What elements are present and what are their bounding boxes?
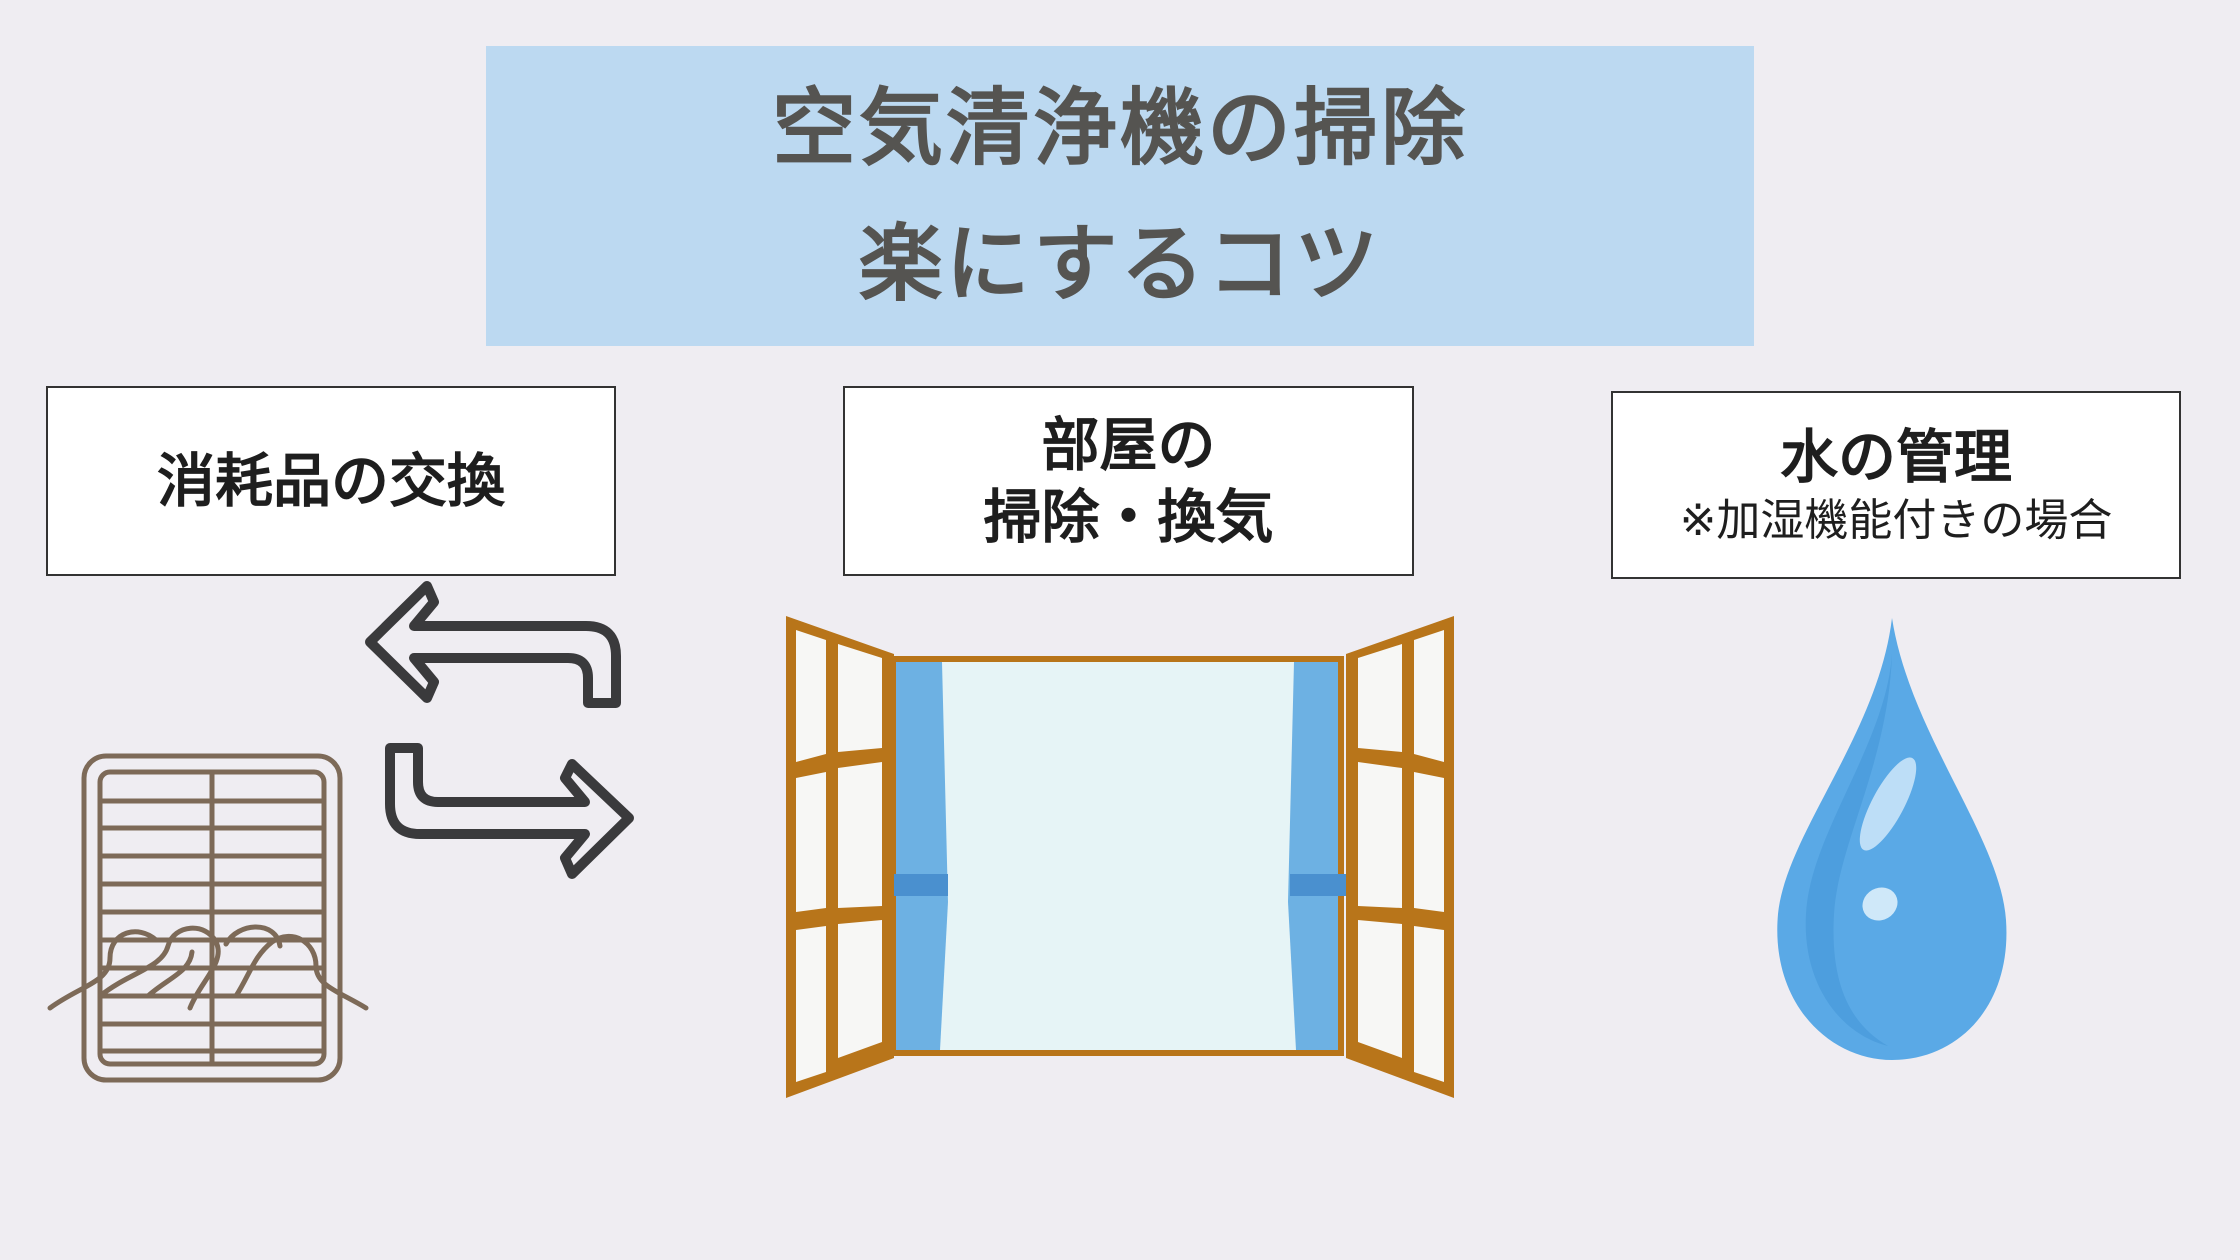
card-consumables-label: 消耗品の交換 bbox=[156, 447, 505, 515]
title-banner: 空気清浄機の掃除 楽にするコツ bbox=[486, 46, 1754, 346]
exchange-arrows-icon bbox=[365, 581, 634, 879]
card-water-management: 水の管理 ※加湿機能付きの場合 bbox=[1611, 391, 2181, 579]
card-water-management-label: 水の管理 bbox=[1779, 423, 2012, 491]
card-consumables: 消耗品の交換 bbox=[46, 386, 616, 576]
filter-icon bbox=[47, 753, 369, 1083]
title-line-2: 楽にするコツ bbox=[858, 215, 1382, 313]
open-window-icon bbox=[786, 616, 1454, 1098]
card-water-management-note: ※加湿機能付きの場合 bbox=[1679, 495, 2113, 546]
card-room-cleaning: 部屋の 掃除・換気 bbox=[843, 386, 1414, 576]
water-drop-icon bbox=[1777, 618, 2007, 1060]
title-line-1: 空気清浄機の掃除 bbox=[771, 79, 1468, 177]
card-room-cleaning-line-2: 掃除・換気 bbox=[983, 483, 1274, 551]
card-room-cleaning-line-1: 部屋の bbox=[1041, 411, 1216, 479]
